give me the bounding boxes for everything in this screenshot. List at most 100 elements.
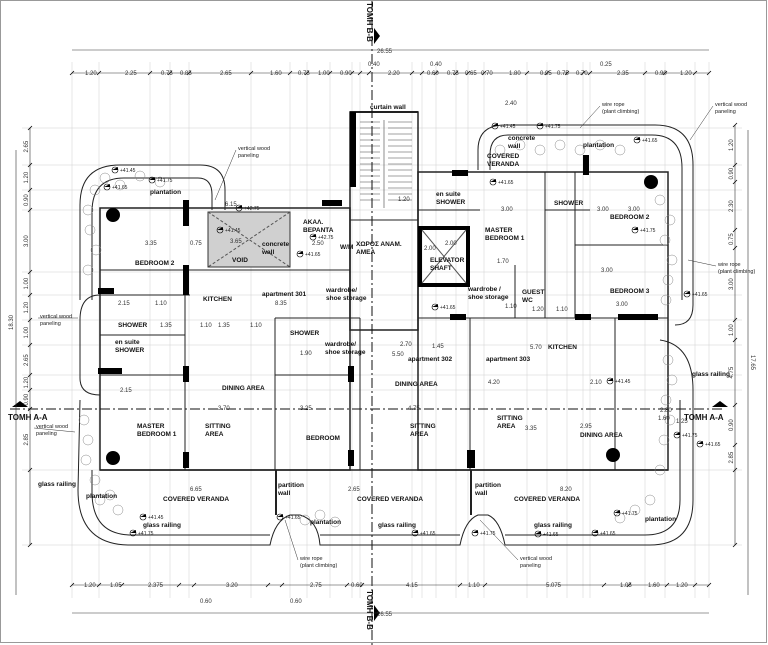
level-icon-fill bbox=[130, 530, 136, 533]
room-label: wardrobe/ bbox=[325, 287, 357, 294]
dimension-tick bbox=[27, 292, 33, 298]
dimension-tick bbox=[119, 582, 125, 588]
room-label: en suite bbox=[436, 191, 461, 198]
dimension-tick bbox=[27, 342, 33, 348]
shrub bbox=[574, 144, 586, 156]
shrub bbox=[614, 144, 626, 156]
bottom-dimension-label: 1.20 bbox=[84, 583, 96, 589]
dimension-tick bbox=[27, 542, 33, 548]
room-dimension-label: 1.20 bbox=[398, 197, 410, 203]
level-icon-fill bbox=[310, 234, 316, 237]
bottom-dimension-label: 1.05 bbox=[620, 583, 632, 589]
elevation-label: +41.65 bbox=[705, 442, 721, 448]
dimension-tick bbox=[626, 582, 632, 588]
elevation-marker: +41.45 bbox=[216, 226, 241, 234]
bottom-dimension-label: 3.20 bbox=[226, 583, 238, 589]
room-dimension-label: 6.15 bbox=[225, 202, 237, 208]
top-dimension-label: 1.80 bbox=[509, 71, 521, 77]
elevation-marker: +41.75 bbox=[471, 529, 496, 537]
wall-block bbox=[183, 452, 189, 468]
room-dimension-label: 1.20 bbox=[532, 307, 544, 313]
shrub bbox=[514, 139, 526, 151]
room-label: BEDROOM 1 bbox=[137, 431, 177, 438]
shrub bbox=[80, 454, 92, 466]
room-label: plantation bbox=[583, 142, 614, 149]
top-dimension-label: 1.60 bbox=[270, 71, 282, 77]
annotation-note: vertical wood bbox=[238, 146, 270, 152]
elevation-marker: +41.65 bbox=[591, 529, 616, 537]
room-dimension-label: 2.40 bbox=[505, 101, 517, 107]
bottom-dimension-label: 2.375 bbox=[148, 583, 164, 589]
room-label: BEDROOM 2 bbox=[610, 214, 650, 221]
left-dimension-label: 1.00 bbox=[24, 277, 30, 289]
elevation-marker: +41.45 bbox=[606, 377, 631, 385]
room-label: COVERED VERANDA bbox=[357, 496, 423, 503]
overall-depth-right: 17.65 bbox=[749, 355, 755, 371]
elevation-marker: +41.65 bbox=[296, 250, 321, 258]
right-dimension-label: 0.90 bbox=[729, 419, 735, 431]
bottom-dimension-label: 0.60 bbox=[351, 583, 363, 589]
room-label: SHAFT bbox=[430, 265, 452, 272]
wall-block bbox=[322, 200, 342, 206]
level-icon-fill bbox=[614, 510, 620, 513]
dimension-tick bbox=[27, 387, 33, 393]
level-icon-fill bbox=[112, 167, 118, 170]
top-dimension-label: 1.20 bbox=[680, 71, 692, 77]
dimension-tick bbox=[27, 317, 33, 323]
room-label: BEDROOM 3 bbox=[610, 288, 650, 295]
veranda-inner-line bbox=[91, 400, 681, 536]
left-dimension-label: 2.85 bbox=[24, 433, 30, 445]
shrub bbox=[660, 394, 672, 406]
right-dimension-label: 0.75 bbox=[729, 233, 735, 245]
shrub bbox=[644, 494, 656, 506]
top-dimension-label: 0.70 bbox=[481, 71, 493, 77]
wall-block bbox=[348, 366, 354, 382]
room-dimension-label: 1.35 bbox=[218, 323, 230, 329]
room-dimension-label: 1.10 bbox=[505, 304, 517, 310]
top-dimension-label: 2.25 bbox=[125, 71, 137, 77]
elevation-marker: +41.65 bbox=[431, 303, 456, 311]
room-label: shoe storage bbox=[325, 349, 366, 356]
dimension-tick bbox=[732, 179, 738, 185]
dimension-tick bbox=[465, 70, 471, 76]
dimension-tick bbox=[580, 70, 586, 76]
bottom-dimension-label: 1.05 bbox=[110, 583, 122, 589]
room-dimension-label: 1.70 bbox=[497, 259, 509, 265]
room-dimension-label: 2.70 bbox=[400, 342, 412, 348]
elevation-label: +41.65 bbox=[642, 138, 658, 144]
level-icon-fill bbox=[592, 530, 598, 533]
wall-block bbox=[450, 314, 466, 320]
top-dimension-label: 2.65 bbox=[220, 71, 232, 77]
room-label: DINING AREA bbox=[580, 432, 623, 439]
level-icon-fill bbox=[684, 291, 690, 294]
dimension-tick bbox=[732, 337, 738, 343]
shrub bbox=[662, 274, 674, 286]
elevation-label: +41.75 bbox=[622, 511, 638, 517]
section-arrow-top bbox=[374, 28, 380, 44]
elevation-label: +41.65 bbox=[543, 532, 559, 538]
room-label: ΒΕΡΑΝΤΑ bbox=[303, 227, 334, 234]
annotation-note: (plant climbing) bbox=[718, 269, 755, 275]
room-dimension-label: 2.00 bbox=[445, 241, 457, 247]
bottom-dimension-label: 0.60 bbox=[200, 599, 212, 605]
dimension-tick bbox=[409, 70, 415, 76]
shrub bbox=[658, 434, 670, 446]
room-label: KITCHEN bbox=[203, 296, 232, 303]
left-dimension-label: 2.65 bbox=[24, 140, 30, 152]
shrub bbox=[662, 354, 674, 366]
room-label: ELEVATOR bbox=[430, 257, 465, 264]
room-label: wall bbox=[507, 143, 520, 150]
overall-depth-left: 18.30 bbox=[9, 314, 15, 330]
top-dimension-label: 0.25 bbox=[600, 62, 612, 68]
bottom-dimension-label: 1.10 bbox=[468, 583, 480, 589]
room-label: glass railing bbox=[534, 522, 572, 529]
room-dimension-label: 3.00 bbox=[616, 302, 628, 308]
room-label: SHOWER bbox=[118, 322, 148, 329]
elevation-marker: +41.65 bbox=[276, 513, 301, 521]
room-dimension-label: 2.50 bbox=[312, 241, 324, 247]
shrub bbox=[664, 214, 676, 226]
left-dimension-label: 0.90 bbox=[24, 393, 30, 405]
level-icon-fill bbox=[277, 514, 283, 517]
wall-block bbox=[98, 288, 114, 294]
